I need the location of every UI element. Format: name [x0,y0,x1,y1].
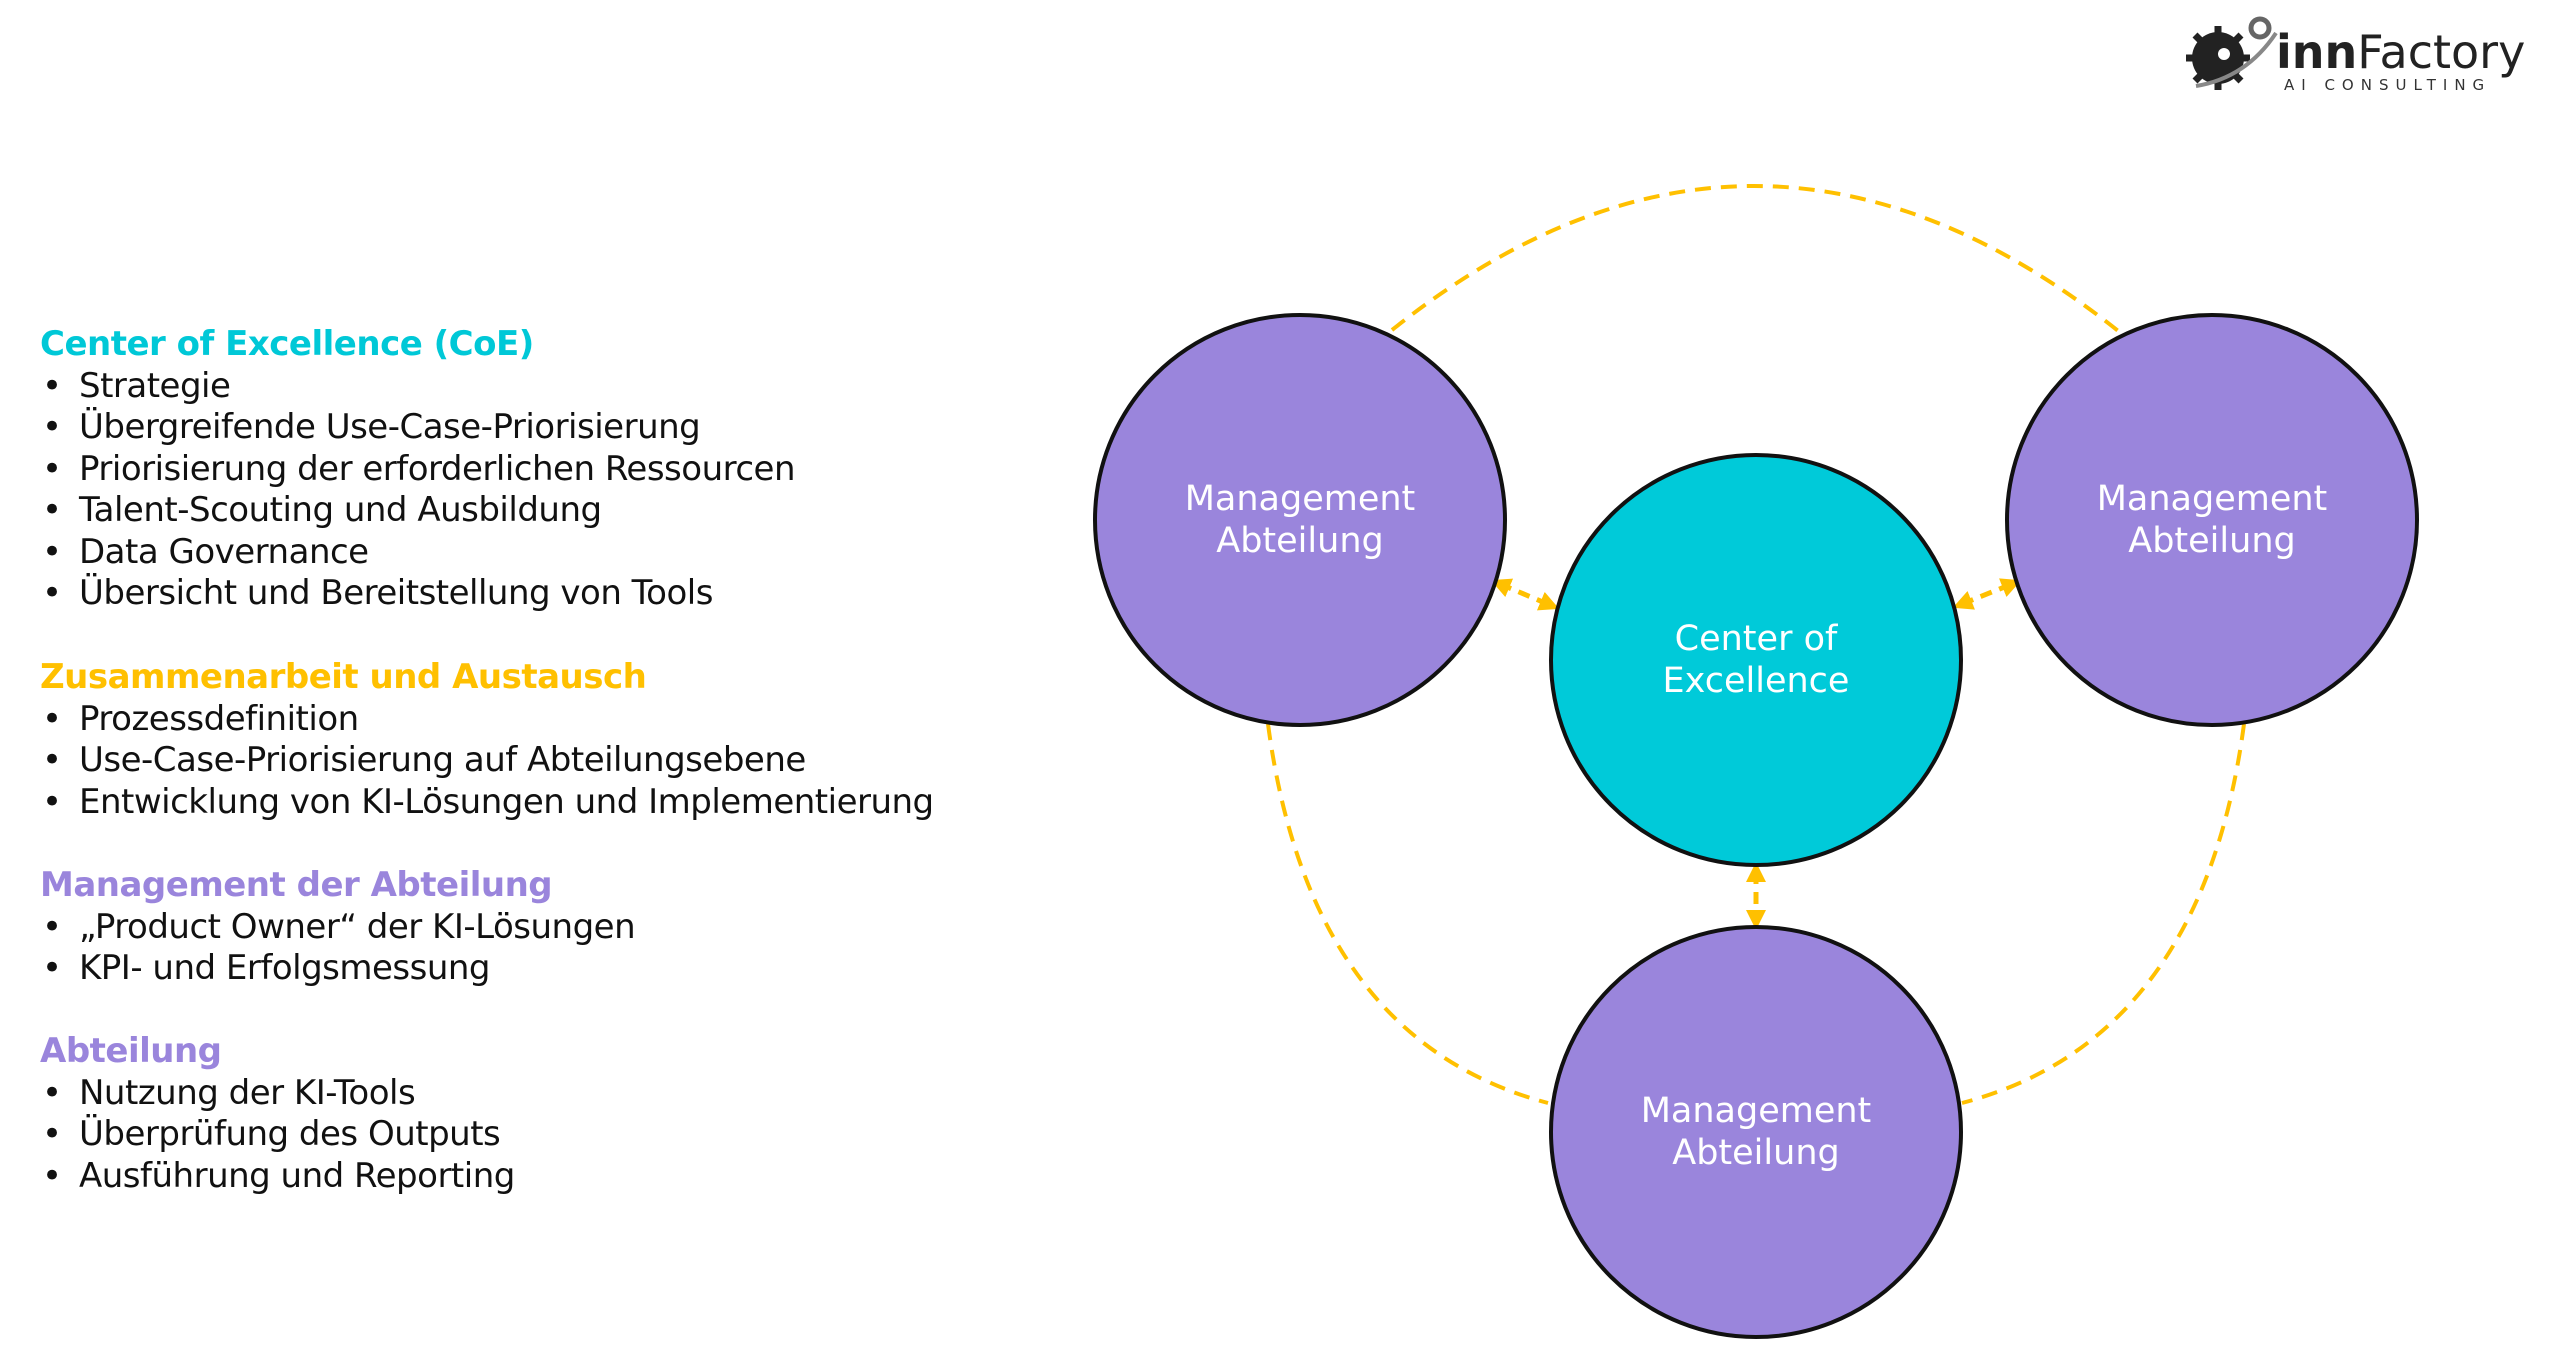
section-title: Center of Excellence (CoE) [40,324,534,364]
list-item: Strategie [40,366,795,408]
node-management-right [2005,313,2419,727]
gear-icon [2186,16,2278,90]
arc-right [1961,723,2246,1105]
list-item: Priorisierung der erforderlichen Ressour… [40,449,796,491]
node-label: Abteilung [2128,521,2295,561]
list-item: Überprüfung des Outputs [40,1114,515,1156]
node-label: Abteilung [1216,521,1383,561]
svg-text:AI CONSULTING: AI CONSULTING [2284,76,2491,94]
list-item: Data Governance [40,532,795,574]
list-item: KPI- und Erfolgsmessung [40,948,635,990]
list-item: „Product Owner“ der KI-Lösungen [40,907,636,949]
node-label: Management [2097,479,2328,519]
center-label: Center of [1675,619,1838,659]
connection-arcs [1266,184,2246,1105]
node-center-of-excellence [1549,453,1963,867]
list-item: Übersicht und Bereitstellung von Tools [40,573,795,615]
section-coe: Center of Excellence (CoE) Strategie Übe… [40,324,796,615]
list-item: Ausführung und Reporting [40,1156,515,1198]
list-item: Prozessdefinition [40,699,934,741]
innfactory-logo: innFactory AI CONSULTING [2186,16,2525,94]
section-department: Abteilung Nutzung der KI-Tools Überprüfu… [40,1031,515,1197]
section-title: Abteilung [40,1031,222,1071]
arc-left [1266,723,1549,1105]
arrow-center-right [1952,578,2022,610]
arrows [1490,578,2022,930]
node-management-left [1093,313,1507,727]
svg-text:innFactory: innFactory [2276,25,2525,79]
arrow-left-center [1490,578,1560,611]
list-item: Talent-Scouting und Ausbildung [40,490,795,532]
list-item: Nutzung der KI-Tools [40,1073,515,1115]
list-item: Entwicklung von KI-Lösungen und Implemen… [40,782,934,824]
section-title: Zusammenarbeit und Austausch [40,657,647,697]
section-management: Management der Abteilung „Product Owner“… [40,865,636,990]
arc-top [1390,184,2124,336]
center-label: Excellence [1663,661,1850,701]
list-item: Übergreifende Use-Case-Priorisierung [40,407,795,449]
node-management-bottom [1549,925,1963,1339]
node-label: Management [1185,479,1416,519]
node-label: Management [1641,1091,1872,1131]
list-item: Use-Case-Priorisierung auf Abteilungsebe… [40,740,934,782]
node-label: Abteilung [1672,1133,1839,1173]
section-title: Management der Abteilung [40,865,553,905]
section-collaboration: Zusammenarbeit und Austausch Prozessdefi… [40,657,934,823]
